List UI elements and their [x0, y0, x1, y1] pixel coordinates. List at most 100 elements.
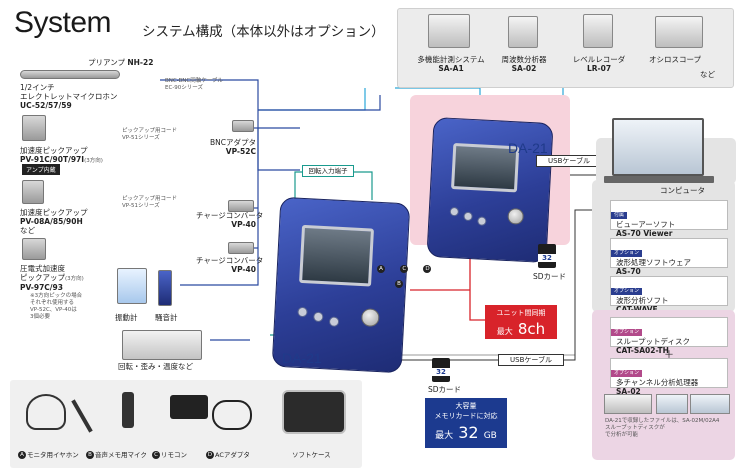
top-device-4-name: オシロスコープ: [648, 55, 702, 64]
top-device-1: 多機能計測システム SA-A1: [412, 55, 490, 73]
port-c-marker: C: [400, 265, 409, 273]
software-1-model: AS-70 Viewer: [616, 229, 673, 238]
memory-card-box: 大容量 メモリカードに対応 最大 32 GB: [425, 398, 507, 448]
bnc-cable-label: BNC-BNC同軸ケーブル EC-90シリーズ: [165, 78, 223, 91]
top-devices-suffix: など: [700, 70, 715, 79]
level-recorder-icon: [583, 14, 613, 48]
throughput-name: スループットディスク: [616, 337, 691, 346]
top-device-2-name: 周波数分析器: [501, 55, 547, 64]
multichannel-screen-icon-2: [690, 394, 730, 414]
multichannel-tag: オプション: [611, 370, 643, 377]
da21-top-button-2: [463, 211, 473, 222]
sd-card-bottom-icon: 32: [432, 358, 450, 382]
sd-card-top-label: SDカード: [533, 272, 567, 281]
software-1-name: ビューアーソフト: [616, 220, 676, 229]
multichannel-card: オプション 多チャンネル分析処理器 SA-02: [610, 358, 728, 396]
accessory-d-letter: D: [206, 451, 214, 459]
unit-sync-box: ユニット間同期 最大 8ch: [485, 305, 557, 339]
accessory-b-letter: B: [86, 451, 94, 459]
top-device-3-model: LR-07: [586, 64, 612, 73]
top-device-1-model: SA-A1: [438, 64, 464, 73]
accelerometer-2-label: 加速度ピックアップ PV-08A/85/90H など: [20, 208, 88, 235]
software-2-model: AS-70: [616, 267, 641, 276]
software-card-1: 付属 ビューアーソフト AS-70 Viewer: [610, 200, 728, 238]
charge-converter-1-label: チャージコンバータ VP-40: [196, 211, 264, 229]
multichannel-screen-icon: [656, 394, 688, 414]
accessory-a-letter: A: [18, 451, 26, 459]
da21-bottom-button-3: [328, 316, 340, 327]
page-subtitle: システム構成（本体以外はオプション）: [142, 24, 385, 40]
piezo-accelerometer-icon: [22, 238, 46, 260]
accessory-d-label: ACアダプタ: [215, 451, 250, 459]
port-a-marker: A: [377, 265, 385, 273]
port-b-marker: B: [395, 280, 403, 288]
charge-converter-2-icon: [228, 242, 254, 254]
oscilloscope-icon: [655, 16, 703, 48]
vibration-meter-label: 振動計: [115, 313, 138, 322]
software-2-name: 波形処理ソフトウェア: [616, 258, 691, 267]
da21-top-button-1: [449, 206, 460, 217]
preamp-label: プリアンプ NH-22: [88, 58, 154, 67]
accessory-c-label: リモコン: [161, 451, 187, 459]
ac-adapter-cable-icon: [212, 400, 252, 430]
usb-cable-bottom-label: USBケーブル: [498, 354, 564, 366]
sound-level-meter-label: 騒音計: [155, 313, 178, 322]
memory-capacity: 最大 32 GB: [435, 423, 497, 442]
throughput-model: CAT-SA02-TH: [616, 346, 669, 355]
da21-top-label: DA-21: [508, 140, 548, 156]
da21-unit-bottom: [271, 196, 411, 374]
sd-card-top-size: 32: [538, 254, 556, 262]
memory-line-2: メモリカードに対応: [434, 412, 498, 420]
soft-case-icon: [282, 390, 346, 434]
top-device-1-name: 多機能計測システム: [417, 55, 485, 64]
da21-bottom-screen: [299, 224, 374, 287]
accessory-a-label: モニタ用イヤホン: [27, 451, 79, 459]
computer-keyboard: [604, 176, 714, 183]
memory-line-1: 大容量: [455, 402, 477, 410]
remote-control-icon: [122, 392, 134, 428]
port-d-marker: D: [423, 265, 432, 273]
accessory-c-letter: C: [152, 451, 160, 459]
software-3-tag: オプション: [611, 288, 643, 295]
frequency-analyzer-icon: [508, 16, 538, 48]
accelerometer-1-icon: [22, 115, 46, 141]
da21-bottom-dial: [360, 308, 380, 328]
earphone-icon: [26, 394, 66, 430]
sound-level-meter-icon: [158, 270, 172, 306]
bnc-adapter-icon: [232, 120, 254, 132]
top-device-2: 周波数分析器 SA-02: [494, 55, 554, 73]
multichannel-model: SA-02: [616, 387, 641, 396]
da21-bottom-label: DA-21: [282, 350, 322, 366]
accessory-b-label: 音声メモ用マイク: [95, 451, 147, 459]
unit-sync-value: 最大 8ch: [496, 320, 546, 338]
da21-top-dial: [507, 207, 525, 225]
top-device-4: オシロスコープ: [642, 55, 708, 64]
charge-converter-1-icon: [228, 200, 254, 212]
piezo-footnote: ※3方向ピックの場合 それぞれ使用する VP-52C、VP-40は 3個必要: [30, 293, 83, 320]
throughput-disk-card: オプション スループットディスク CAT-SA02-TH: [610, 317, 728, 355]
software-card-2: オプション 波形処理ソフトウェア AS-70: [610, 238, 728, 276]
unit-sync-label: ユニット間同期: [496, 309, 546, 317]
accelerometer-1-label: 加速度ピックアップ PV-91C/90T/97I(3方向): [20, 146, 103, 164]
port-markers: A C D: [377, 265, 432, 273]
plus-sign: ＋: [664, 350, 674, 361]
bnc-adapter-label: BNCアダプタ VP-52C: [210, 138, 256, 156]
piezo-label: 圧電式加速度 ピックアップ(3方向) PV-97C/93: [20, 264, 84, 292]
page-title: System: [14, 6, 112, 39]
top-device-3: レベルレコーダ LR-07: [566, 55, 632, 73]
throughput-tag: オプション: [611, 329, 643, 336]
computer-label: コンピュータ: [660, 186, 705, 195]
vibration-meter-icon: [117, 268, 147, 304]
sd-card-bottom-size: 32: [432, 368, 450, 376]
other-sensors-label: 回転・歪み・温度など: [118, 362, 193, 371]
pickup-cord-1-label: ピックアップ用コード VP-51シリーズ: [122, 128, 178, 141]
software-2-tag: オプション: [611, 250, 643, 257]
mic-label: 1/2インチ エレクトレットマイクロホン UC-52/57/59: [20, 83, 118, 110]
da21-bottom-button-1: [297, 306, 308, 318]
accelerometer-2-icon: [22, 180, 44, 204]
computer-icon: [612, 118, 704, 176]
usb-cable-top-label: USBケーブル: [536, 155, 602, 167]
